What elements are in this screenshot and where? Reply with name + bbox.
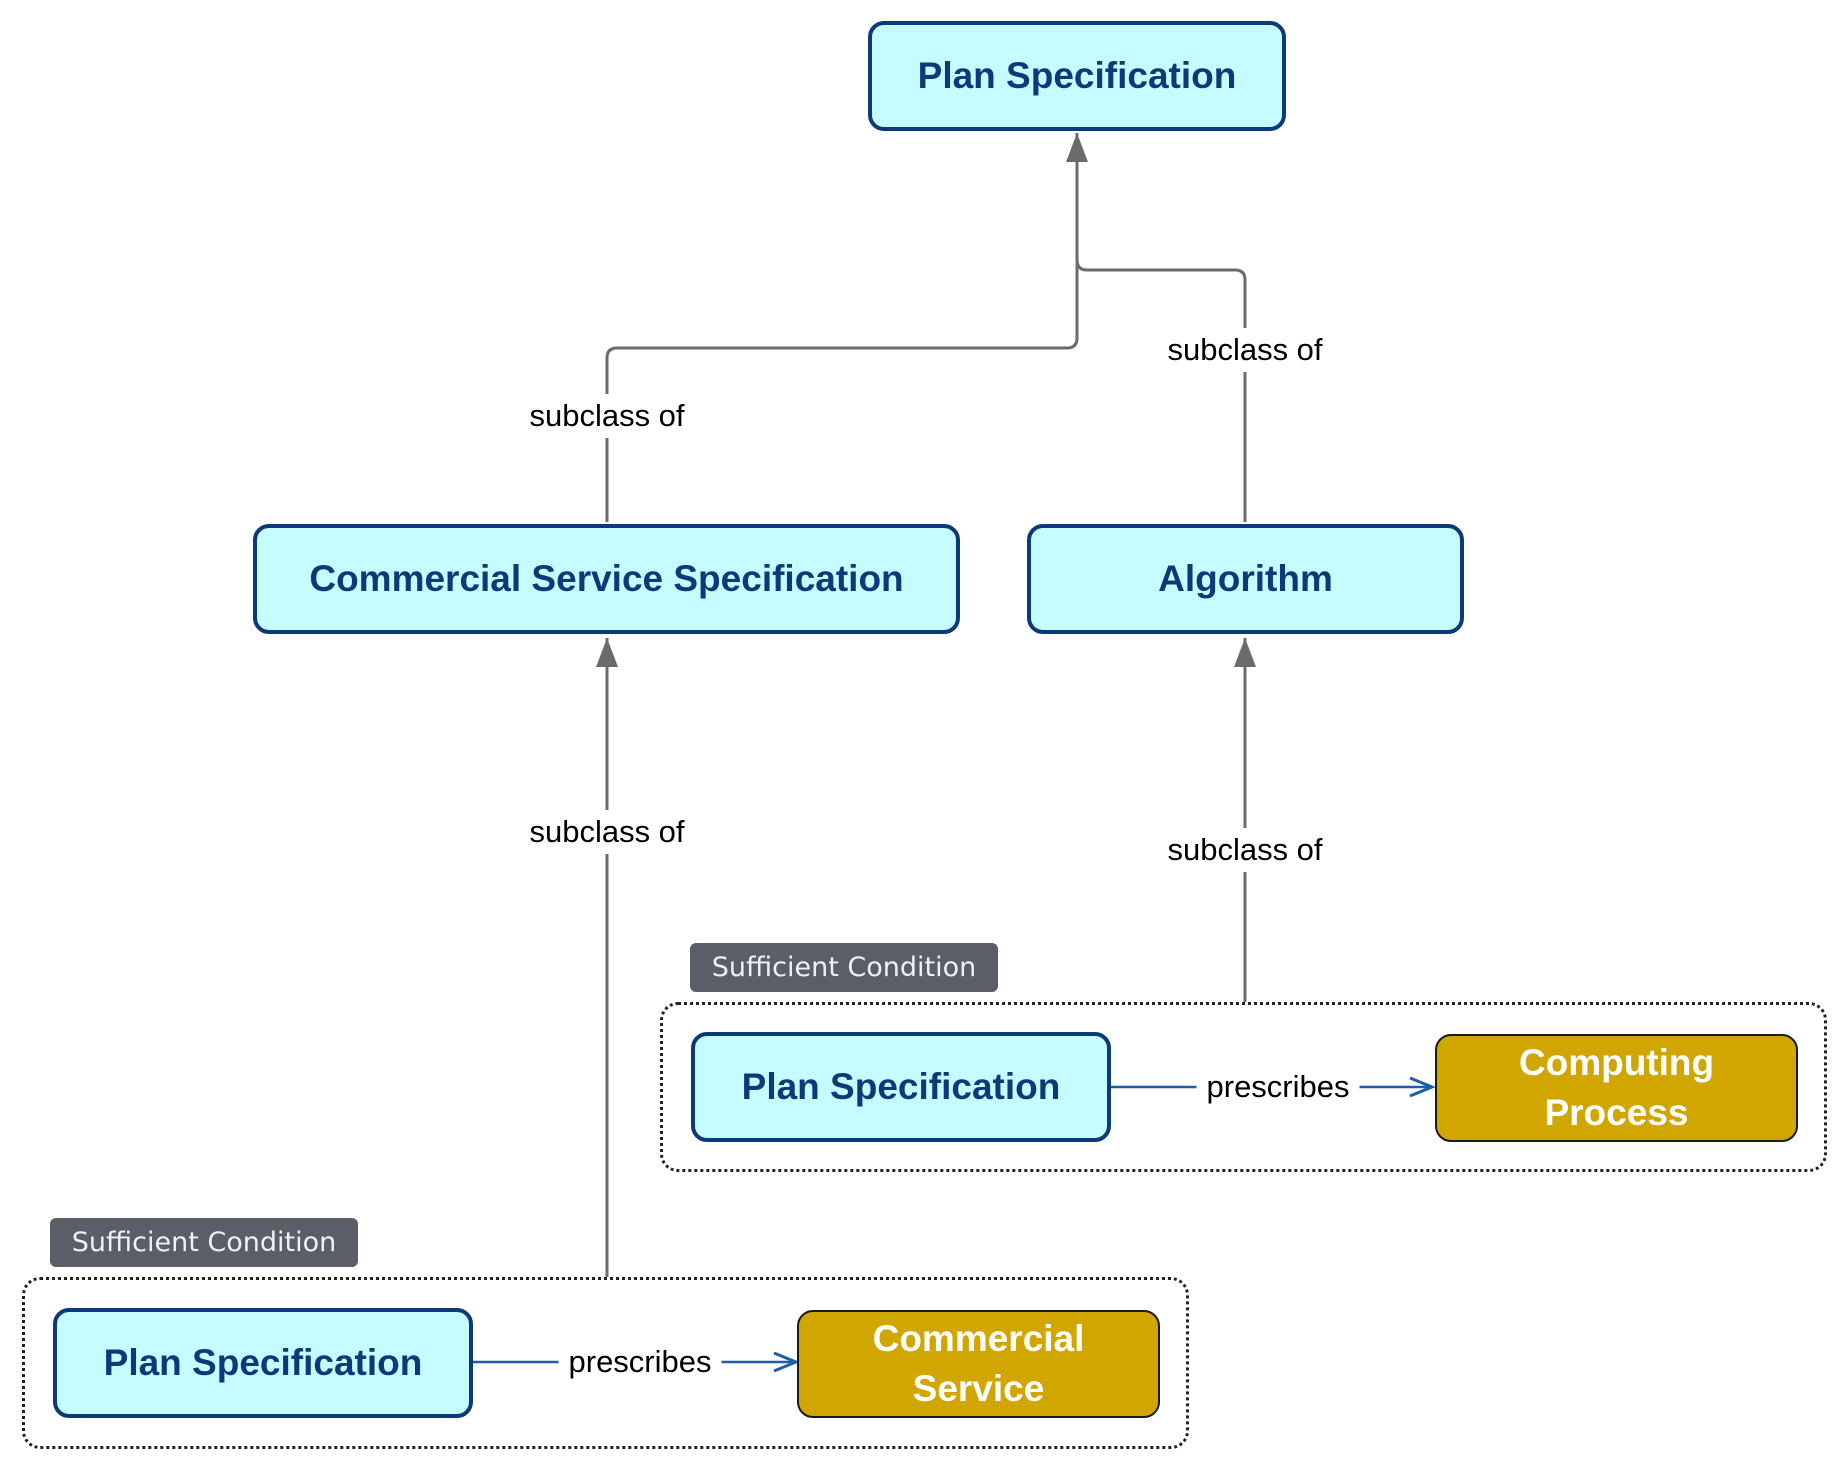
edge-algorithm-to-top [1075,200,1247,522]
node-plan-specification-left[interactable]: Plan Specification [53,1308,473,1418]
sufficient-condition-tag-right: Sufficient Condition [690,943,998,992]
arrowhead-computing-process [1409,1076,1436,1098]
node-commercial-service-specification[interactable]: Commercial Service Specification [253,524,960,634]
node-plan-specification-right[interactable]: Plan Specification [691,1032,1111,1142]
node-computing-process[interactable]: Computing Process [1435,1034,1798,1142]
computing-process-label: Computing Process [1518,1042,1715,1133]
edge-label-left-prescribes: prescribes [558,1340,722,1384]
node-commercial-service[interactable]: Commercial Service [797,1310,1160,1418]
arrowhead-commercial-service [773,1351,800,1373]
sufficient-condition-tag-left: Sufficient Condition [50,1218,358,1267]
arrowhead-commercial-spec [596,638,618,667]
arrowhead-top-plan [1066,133,1088,162]
edge-label-right-cond-subclass: subclass of [1157,828,1333,872]
arrowhead-algorithm [1234,638,1256,667]
sufficient-condition-box-right [660,1002,1827,1172]
edge-label-algorithm-subclass: subclass of [1157,328,1333,372]
edge-label-left-cond-subclass: subclass of [519,810,695,854]
sufficient-condition-box-left [22,1277,1189,1449]
edge-label-commercial-subclass: subclass of [519,394,695,438]
node-algorithm[interactable]: Algorithm [1027,524,1464,634]
edge-commercial-to-top [605,133,1079,522]
edge-label-right-prescribes: prescribes [1196,1065,1360,1109]
commercial-service-label: Commercial Service [872,1318,1085,1409]
node-plan-specification-top[interactable]: Plan Specification [868,21,1286,131]
